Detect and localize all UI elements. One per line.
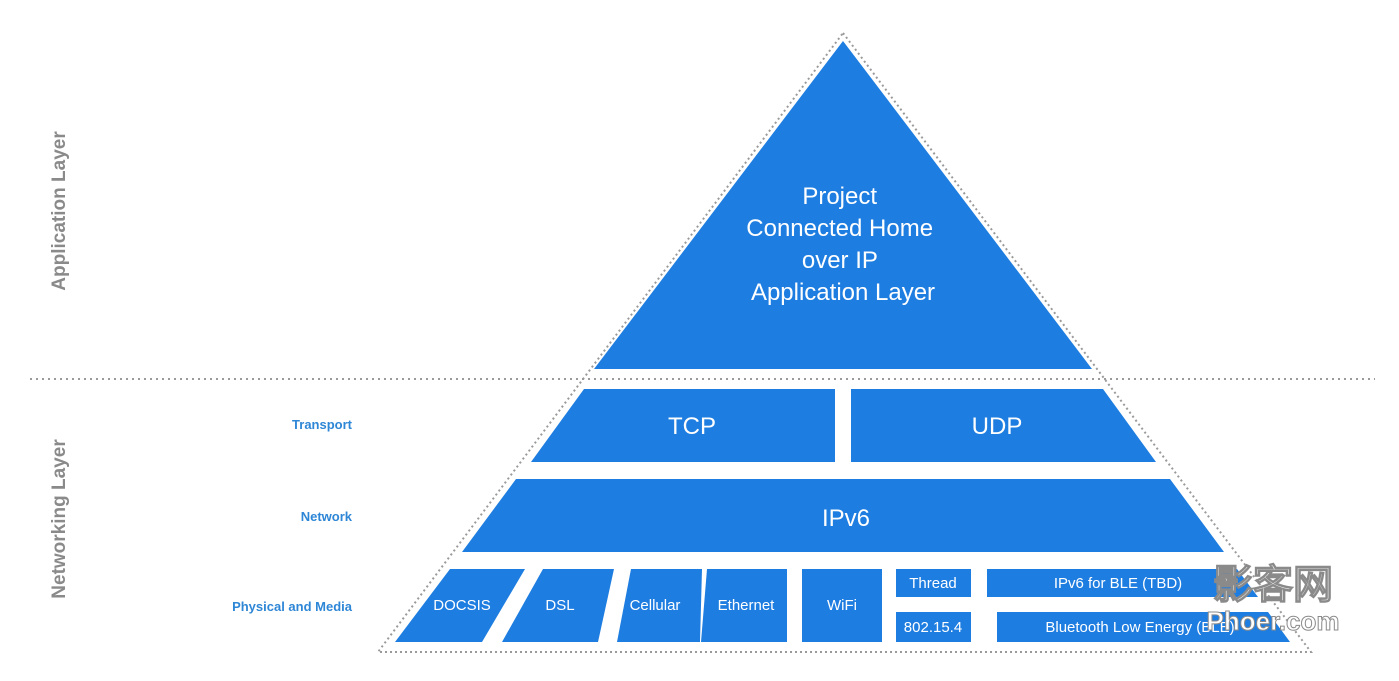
- apex-text: Project Connected Home over IP Applicati…: [746, 183, 939, 306]
- cellular-label: Cellular: [630, 597, 681, 614]
- thread-label: Thread: [909, 575, 957, 592]
- wifi-label: WiFi: [827, 597, 857, 614]
- ipv6-label: IPv6: [822, 505, 870, 532]
- thread-block: [896, 569, 971, 597]
- transport-row-label: Transport: [292, 417, 353, 432]
- apex-line-1: Project: [802, 183, 877, 210]
- apex-line-4: Application Layer: [751, 279, 935, 306]
- cellular-block: [617, 569, 702, 642]
- ipv6-block: [462, 479, 1224, 552]
- tcp-label: TCP: [668, 413, 716, 440]
- ethernet-block: [701, 569, 787, 642]
- docsis-label: DOCSIS: [433, 597, 491, 614]
- ipv6-ble-block: [987, 569, 1258, 597]
- ethernet-label: Ethernet: [718, 597, 776, 614]
- dsl-label: DSL: [545, 597, 574, 614]
- application-layer-block: [594, 41, 1092, 369]
- watermark: 影客网 Phoer.com: [1206, 562, 1340, 636]
- docsis-block: [395, 569, 525, 642]
- ieee802154-label: 802.15.4: [904, 619, 962, 636]
- ble-label: Bluetooth Low Energy (BLE): [1045, 619, 1234, 636]
- dsl-block: [502, 569, 614, 642]
- udp-block: [851, 389, 1156, 462]
- udp-label: UDP: [972, 413, 1023, 440]
- ieee802154-block: [896, 612, 971, 642]
- network-row-label: Network: [301, 509, 353, 524]
- ble-block: [997, 612, 1290, 642]
- application-layer-side-label: Application Layer: [49, 131, 70, 291]
- pyramid-outline: [375, 31, 1314, 653]
- networking-layer-side-label: Networking Layer: [49, 439, 70, 599]
- ipv6-ble-label: IPv6 for BLE (TBD): [1054, 575, 1182, 592]
- watermark-cn: 影客网: [1213, 563, 1333, 607]
- wifi-block: [802, 569, 882, 642]
- tcp-block: [531, 389, 835, 462]
- apex-line-3: over IP: [802, 247, 878, 274]
- physical-row-label: Physical and Media: [232, 599, 353, 614]
- watermark-en: Phoer.com: [1207, 606, 1340, 636]
- apex-line-2: Connected Home: [746, 215, 933, 242]
